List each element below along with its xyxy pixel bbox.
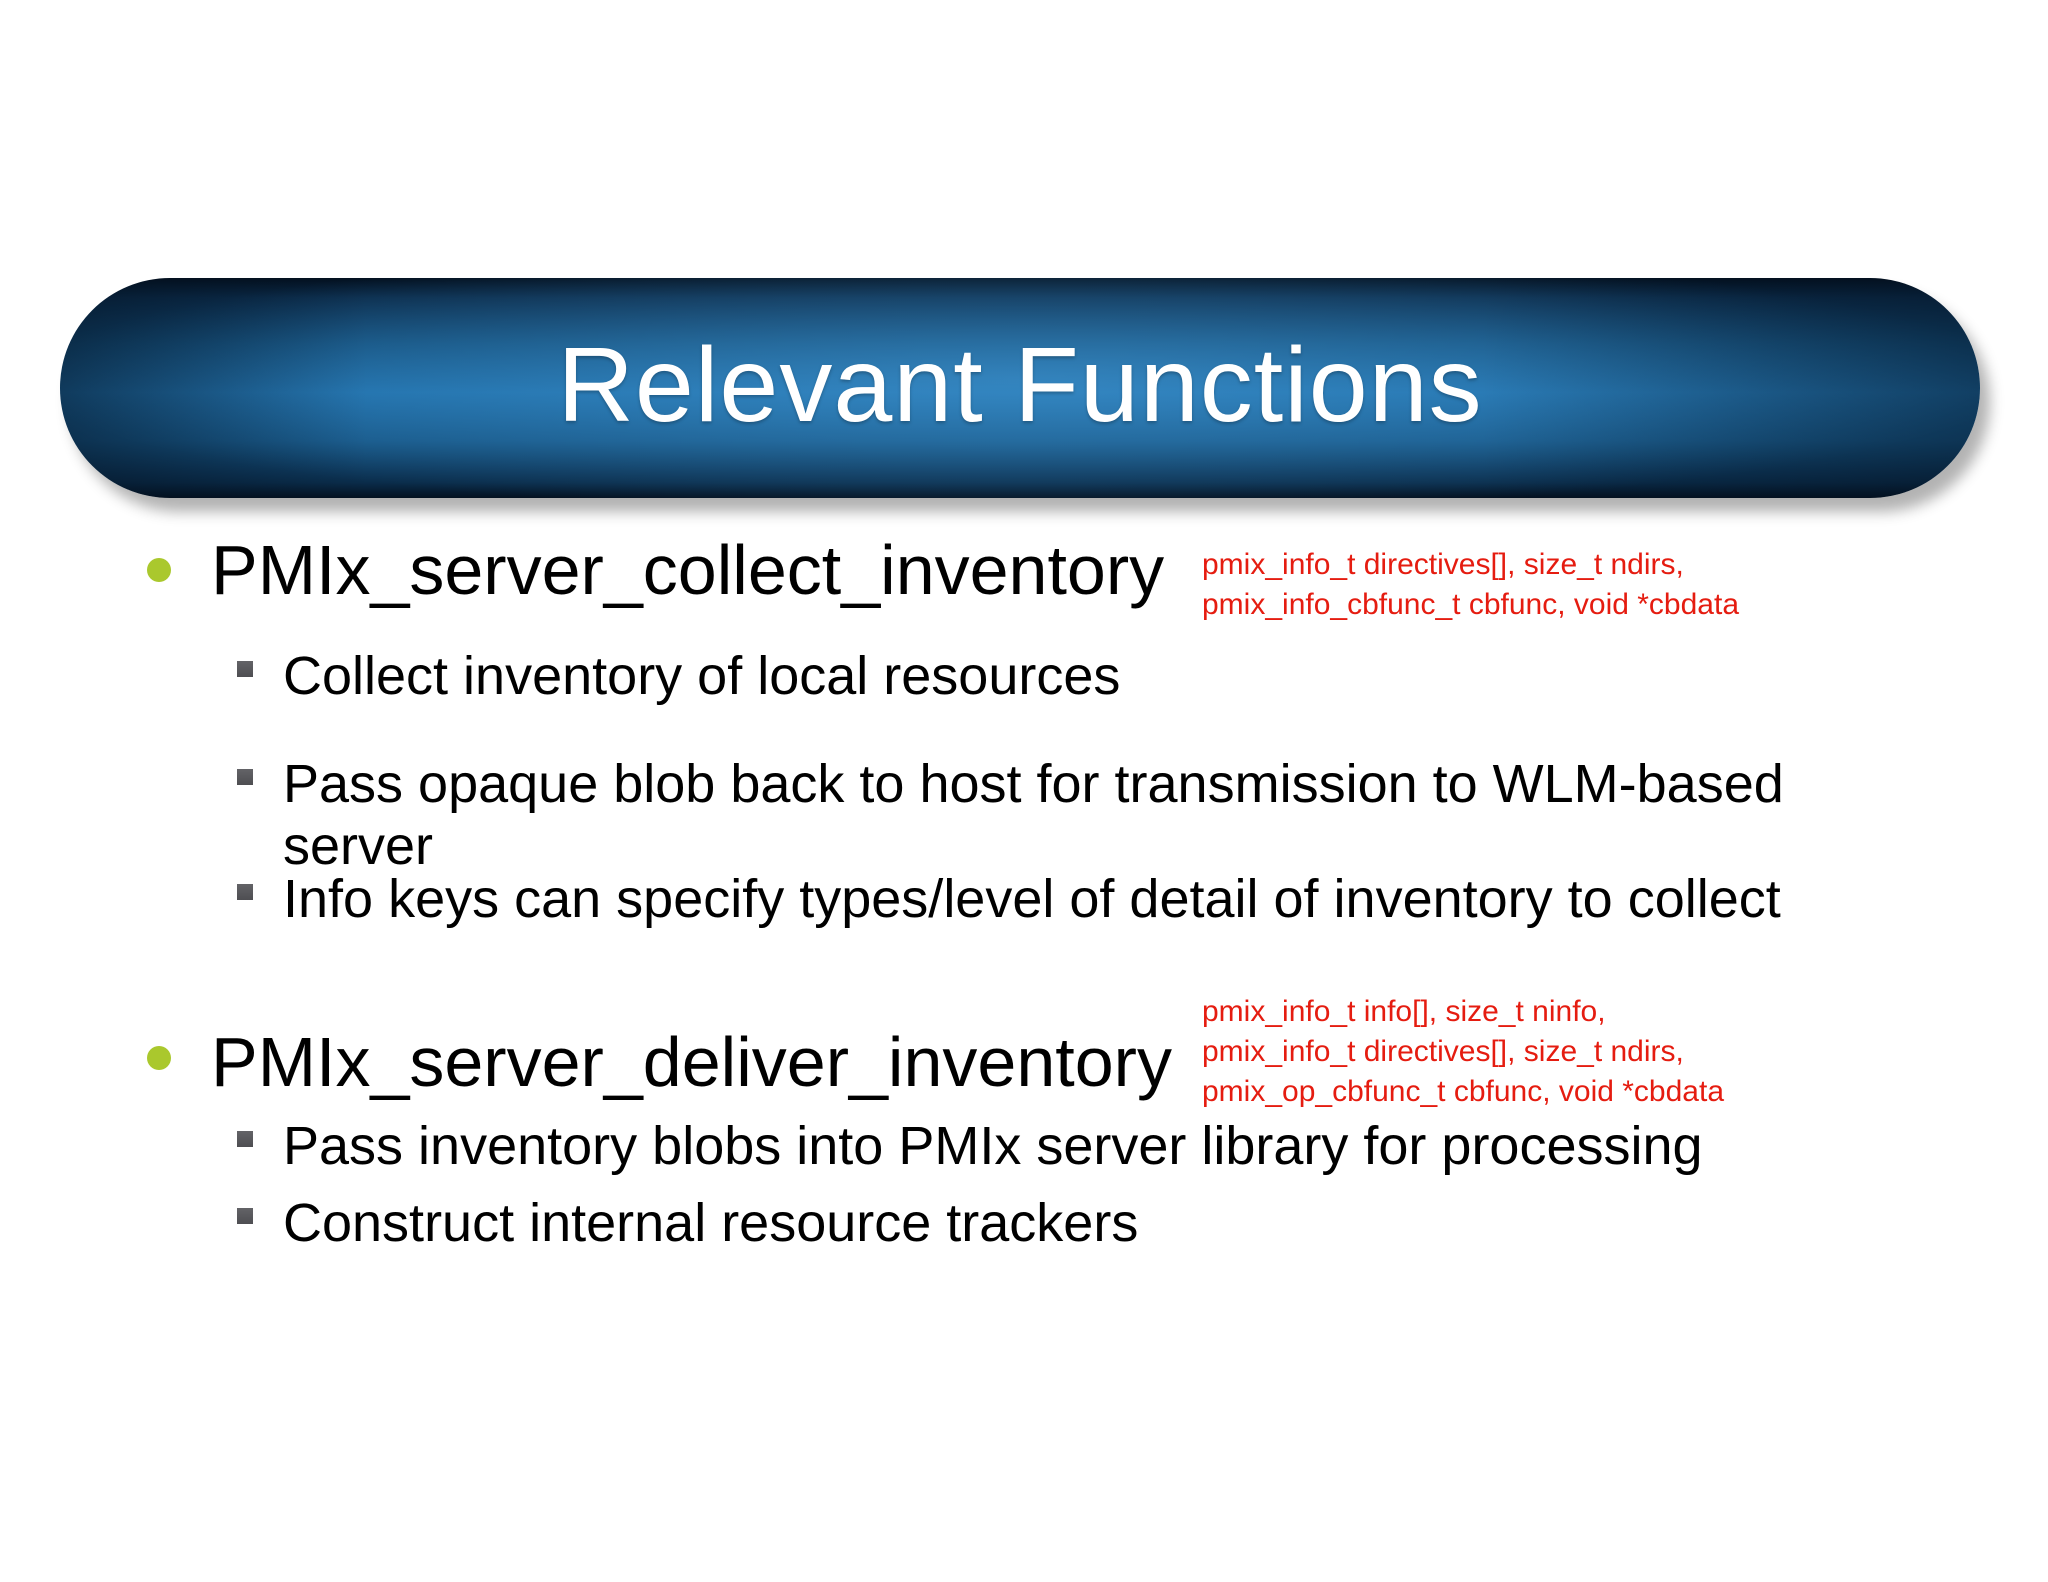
signature-line: pmix_info_t info[], size_t ninfo, bbox=[1202, 995, 1606, 1028]
sub-bullet-row: Construct internal resource trackers bbox=[237, 1192, 1983, 1254]
title-banner: Relevant Functions bbox=[60, 278, 1980, 498]
signature-line: pmix_info_t directives[], size_t ndirs, bbox=[1202, 1035, 1684, 1068]
square-bullet-icon bbox=[237, 1208, 253, 1224]
function-name-collect-inventory: PMIx_server_collect_inventory bbox=[211, 531, 1165, 609]
sub-bullet-row: Pass opaque blob back to host for transm… bbox=[237, 753, 1843, 877]
signature-line: pmix_info_cbfunc_t cbfunc, void *cbdata bbox=[1202, 588, 1739, 621]
signature-line: pmix_op_cbfunc_t cbfunc, void *cbdata bbox=[1202, 1075, 1724, 1108]
green-bullet-icon bbox=[147, 558, 171, 582]
sub-bullet-text: Info keys can specify types/level of det… bbox=[283, 869, 1781, 929]
signature-collect-inventory: pmix_info_t directives[], size_t ndirs, … bbox=[1202, 545, 1739, 625]
signature-deliver-inventory: pmix_info_t info[], size_t ninfo, pmix_i… bbox=[1202, 992, 1724, 1112]
square-bullet-icon bbox=[237, 661, 253, 677]
sub-bullet-row: Pass inventory blobs into PMIx server li… bbox=[237, 1115, 1983, 1177]
sub-bullet-text: Construct internal resource trackers bbox=[283, 1193, 1139, 1253]
sub-bullet-row: Info keys can specify types/level of det… bbox=[237, 868, 1983, 930]
square-bullet-icon bbox=[237, 769, 253, 785]
sub-bullet-text: Collect inventory of local resources bbox=[283, 646, 1121, 706]
square-bullet-icon bbox=[237, 884, 253, 900]
sub-bullet-text: Pass opaque blob back to host for transm… bbox=[283, 754, 1784, 876]
signature-line: pmix_info_t directives[], size_t ndirs, bbox=[1202, 548, 1684, 581]
sub-bullet-text: Pass inventory blobs into PMIx server li… bbox=[283, 1116, 1703, 1176]
slide-title: Relevant Functions bbox=[557, 325, 1483, 444]
green-bullet-icon bbox=[147, 1046, 171, 1070]
function-name-deliver-inventory: PMIx_server_deliver_inventory bbox=[211, 1023, 1172, 1101]
square-bullet-icon bbox=[237, 1131, 253, 1147]
sub-bullet-row: Collect inventory of local resources bbox=[237, 645, 1983, 707]
